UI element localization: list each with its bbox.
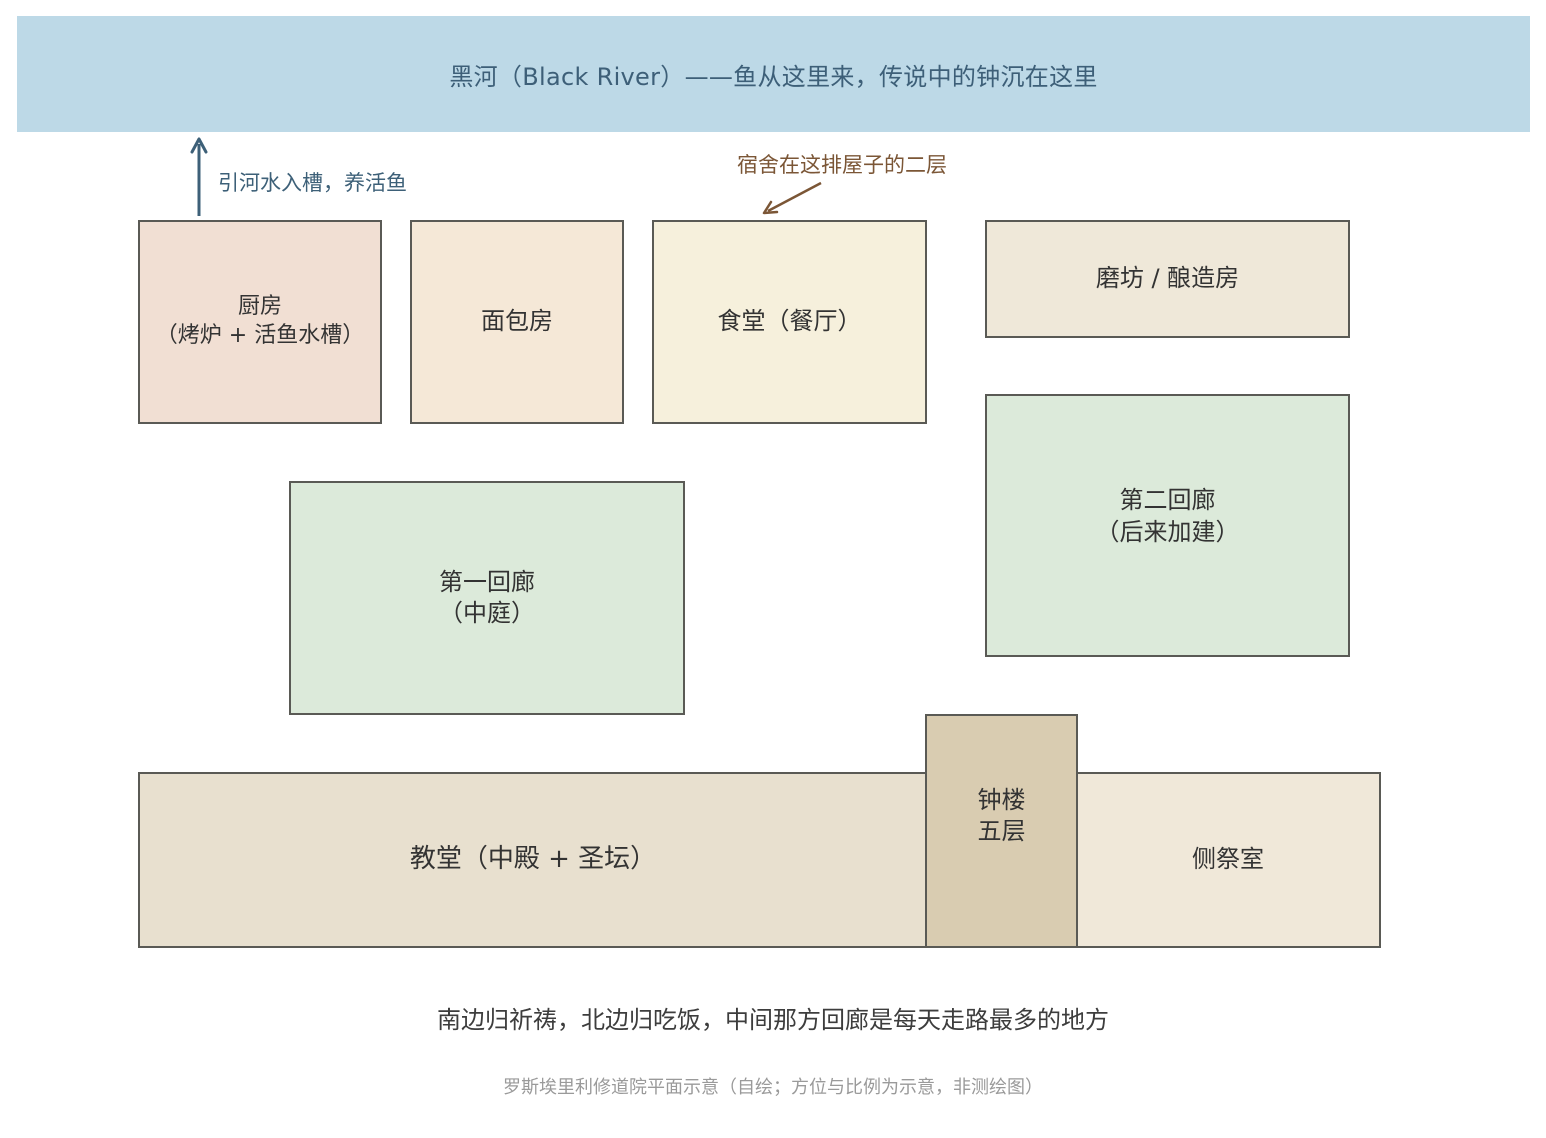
river-label: 黑河（Black River）——鱼从这里来，传说中的钟沉在这里 (449, 62, 1098, 91)
first-cloister-label: 第一回廊 (439, 567, 535, 596)
sacristy-label: 侧祭室 (1192, 845, 1264, 874)
bell-tower-sublabel: 五层 (977, 817, 1026, 845)
room-bakery: 面包房 (410, 220, 624, 424)
room-church: 教堂（中殿 + 圣坛） (138, 772, 928, 948)
church-label: 教堂（中殿 + 圣坛） (409, 844, 657, 875)
second-cloister-sublabel: （后来加建） (1095, 517, 1240, 546)
room-kitchen: 厨房 （烤炉 + 活鱼水槽） (138, 220, 382, 424)
water-arrow (190, 137, 208, 216)
refectory-label: 食堂（餐厅） (717, 307, 862, 336)
mill-label: 磨坊 / 酿造房 (1095, 264, 1240, 293)
second-cloister-label: 第二回廊 (1119, 486, 1216, 515)
water-channel-annotation: 引河水入槽，养活鱼 (218, 171, 407, 195)
dorm-arrow (762, 181, 822, 215)
map-caption: 南边归祈祷，北边归吃饭，中间那方回廊是每天走路最多的地方 (437, 1006, 1109, 1034)
room-bell-tower: 钟楼 五层 (925, 714, 1078, 948)
kitchen-sublabel: （烤炉 + 活鱼水槽） (155, 323, 365, 348)
room-mill-brewhouse: 磨坊 / 酿造房 (985, 220, 1350, 338)
first-cloister-sublabel: （中庭） (439, 599, 535, 627)
bell-tower-label: 钟楼 (977, 785, 1026, 814)
room-first-cloister: 第一回廊 （中庭） (289, 481, 685, 715)
room-refectory: 食堂（餐厅） (652, 220, 927, 424)
map-footnote: 罗斯埃里利修道院平面示意（自绘；方位与比例为示意，非测绘图） (503, 1077, 1043, 1098)
black-river: 黑河（Black River）——鱼从这里来，传说中的钟沉在这里 (17, 16, 1530, 132)
bakery-label: 面包房 (481, 307, 553, 336)
dormitory-annotation: 宿舍在这排屋子的二层 (737, 153, 947, 177)
room-second-cloister: 第二回廊 （后来加建） (985, 394, 1350, 657)
kitchen-label: 厨房 (237, 294, 282, 320)
room-sacristy: 侧祭室 (1075, 772, 1381, 948)
